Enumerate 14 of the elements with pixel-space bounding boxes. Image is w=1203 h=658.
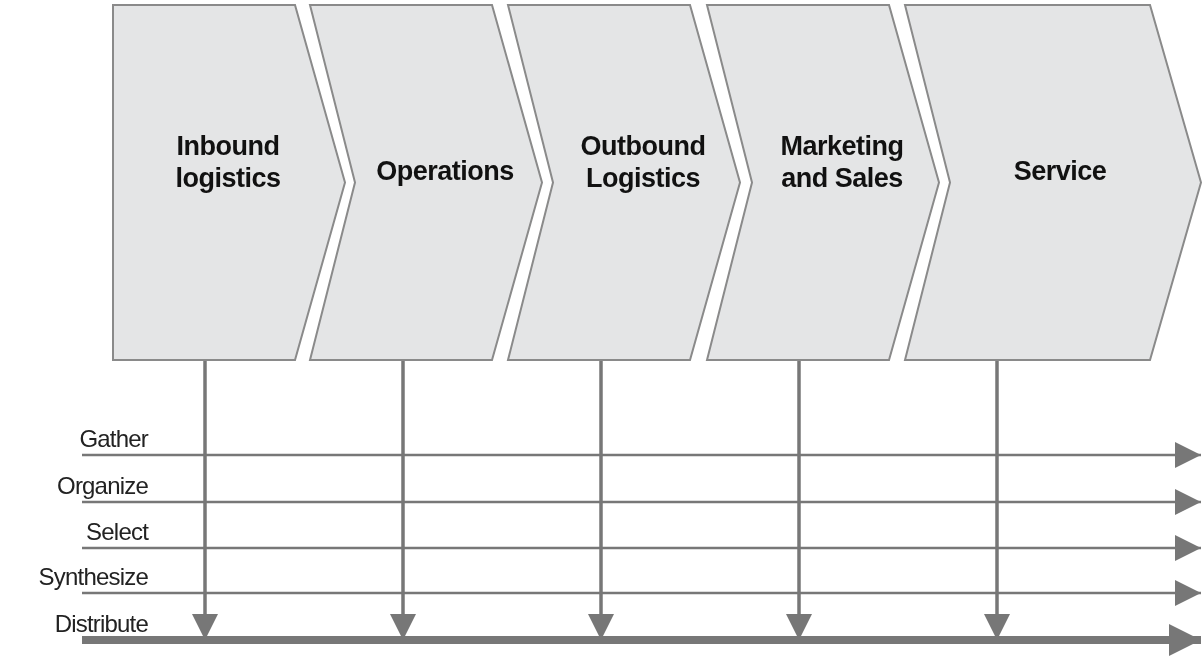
flow-arrow bbox=[82, 580, 1201, 606]
stage-label: Service bbox=[1012, 155, 1108, 188]
flow-arrow bbox=[82, 535, 1201, 561]
stage-label: Outbound Logistics bbox=[579, 130, 707, 195]
flow-arrow bbox=[82, 442, 1201, 468]
activity-label: Synthesize bbox=[38, 563, 148, 591]
stage-label: Marketing and Sales bbox=[779, 130, 905, 195]
activity-label: Organize bbox=[57, 472, 148, 500]
flow-arrow bbox=[82, 489, 1201, 515]
stage-label: Operations bbox=[375, 155, 515, 188]
activity-label: Select bbox=[86, 518, 148, 546]
activity-label: Gather bbox=[79, 425, 148, 453]
stage-label: Inbound logistics bbox=[174, 130, 282, 195]
activity-label: Distribute bbox=[54, 610, 148, 638]
